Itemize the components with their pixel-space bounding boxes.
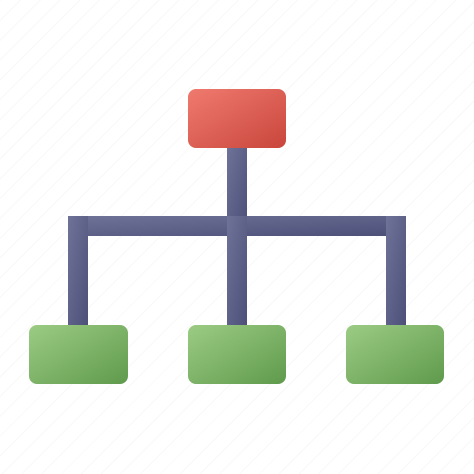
connector-vertical-top	[227, 146, 247, 228]
child-node-left	[29, 325, 128, 384]
connector-left-drop	[68, 216, 88, 328]
connector-right-drop	[386, 216, 406, 328]
child-node-right	[346, 325, 444, 384]
connector-center-drop	[227, 216, 247, 328]
child-node-center	[188, 325, 286, 384]
connector-lines	[68, 146, 406, 328]
root-node	[188, 89, 286, 148]
